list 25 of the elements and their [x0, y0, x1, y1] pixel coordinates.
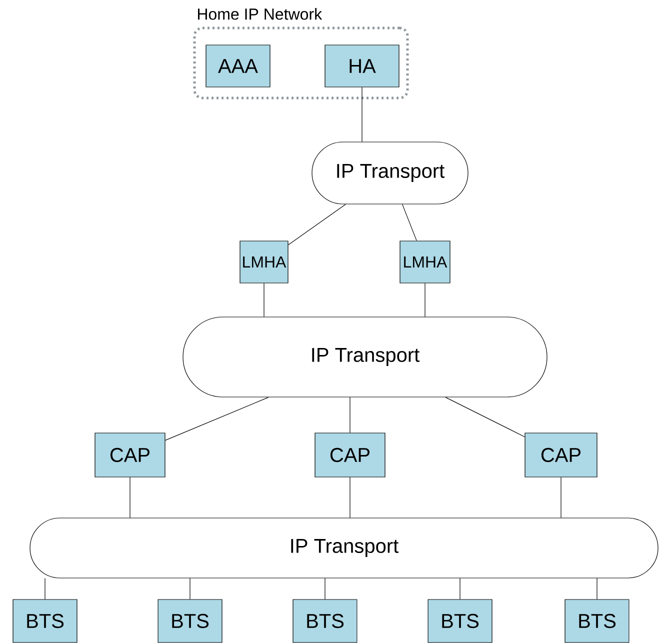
device-box: BTS	[12, 599, 78, 643]
connector-line	[402, 204, 417, 241]
connector-line	[424, 283, 426, 317]
device-box: BTS	[292, 599, 358, 643]
device-box: CAP	[94, 432, 166, 478]
device-box: BTS	[564, 599, 630, 643]
device-box: BTS	[428, 599, 492, 643]
connector-line	[165, 397, 269, 441]
connector-line	[445, 397, 525, 438]
device-box: LMHA	[400, 240, 450, 284]
device-box: BTS	[158, 599, 222, 643]
connector-line	[288, 204, 346, 246]
device-box: HA	[324, 44, 400, 88]
connector-line	[596, 578, 598, 600]
group-title: Home IP Network	[198, 8, 322, 20]
network-cloud: IP Transport	[30, 518, 658, 578]
network-cloud: IP Transport	[312, 142, 468, 204]
device-box: CAP	[314, 432, 386, 478]
device-box: AAA	[206, 44, 270, 88]
device-box: LMHA	[240, 240, 288, 284]
connector-line	[324, 578, 326, 600]
device-box: CAP	[524, 432, 598, 478]
network-cloud: IP Transport	[182, 316, 548, 398]
connector-line	[44, 578, 46, 600]
connector-line	[560, 477, 562, 518]
